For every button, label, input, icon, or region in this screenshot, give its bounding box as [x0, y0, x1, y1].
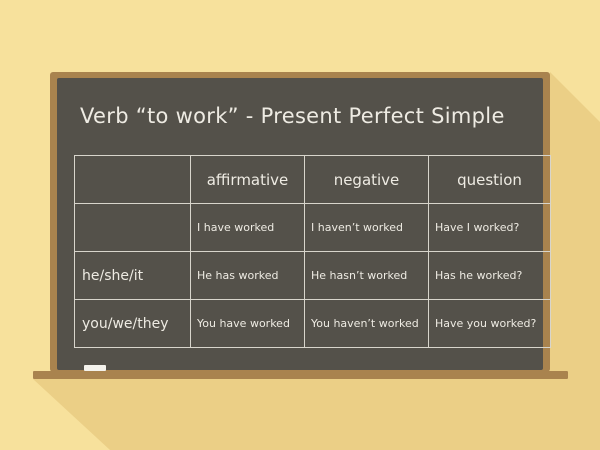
header-negative: negative — [304, 155, 429, 204]
cell-negative: He hasn’t worked — [304, 251, 429, 300]
header-corner — [74, 155, 191, 204]
header-question: question — [428, 155, 551, 204]
row-subject — [74, 203, 191, 252]
chalk-ledge — [33, 371, 568, 379]
chalk-piece — [84, 365, 106, 371]
board-title: Verb “to work” - Present Perfect Simple — [80, 104, 505, 128]
header-affirmative: affirmative — [190, 155, 305, 204]
cell-affirmative: You have worked — [190, 299, 305, 348]
cell-question: Have I worked? — [428, 203, 551, 252]
row-subject: you/we/they — [74, 299, 191, 348]
table-row: I have worked I haven’t worked Have I wo… — [74, 203, 551, 252]
cell-affirmative: I have worked — [190, 203, 305, 252]
cell-question: Have you worked? — [428, 299, 551, 348]
table-header-row: affirmative negative question — [74, 155, 551, 204]
cell-affirmative: He has worked — [190, 251, 305, 300]
table-row: he/she/it He has worked He hasn’t worked… — [74, 251, 551, 300]
table-row: you/we/they You have worked You haven’t … — [74, 299, 551, 348]
cell-negative: I haven’t worked — [304, 203, 429, 252]
conjugation-table: affirmative negative question I have wor… — [74, 155, 551, 348]
cell-question: Has he worked? — [428, 251, 551, 300]
cell-negative: You haven’t worked — [304, 299, 429, 348]
row-subject: he/she/it — [74, 251, 191, 300]
